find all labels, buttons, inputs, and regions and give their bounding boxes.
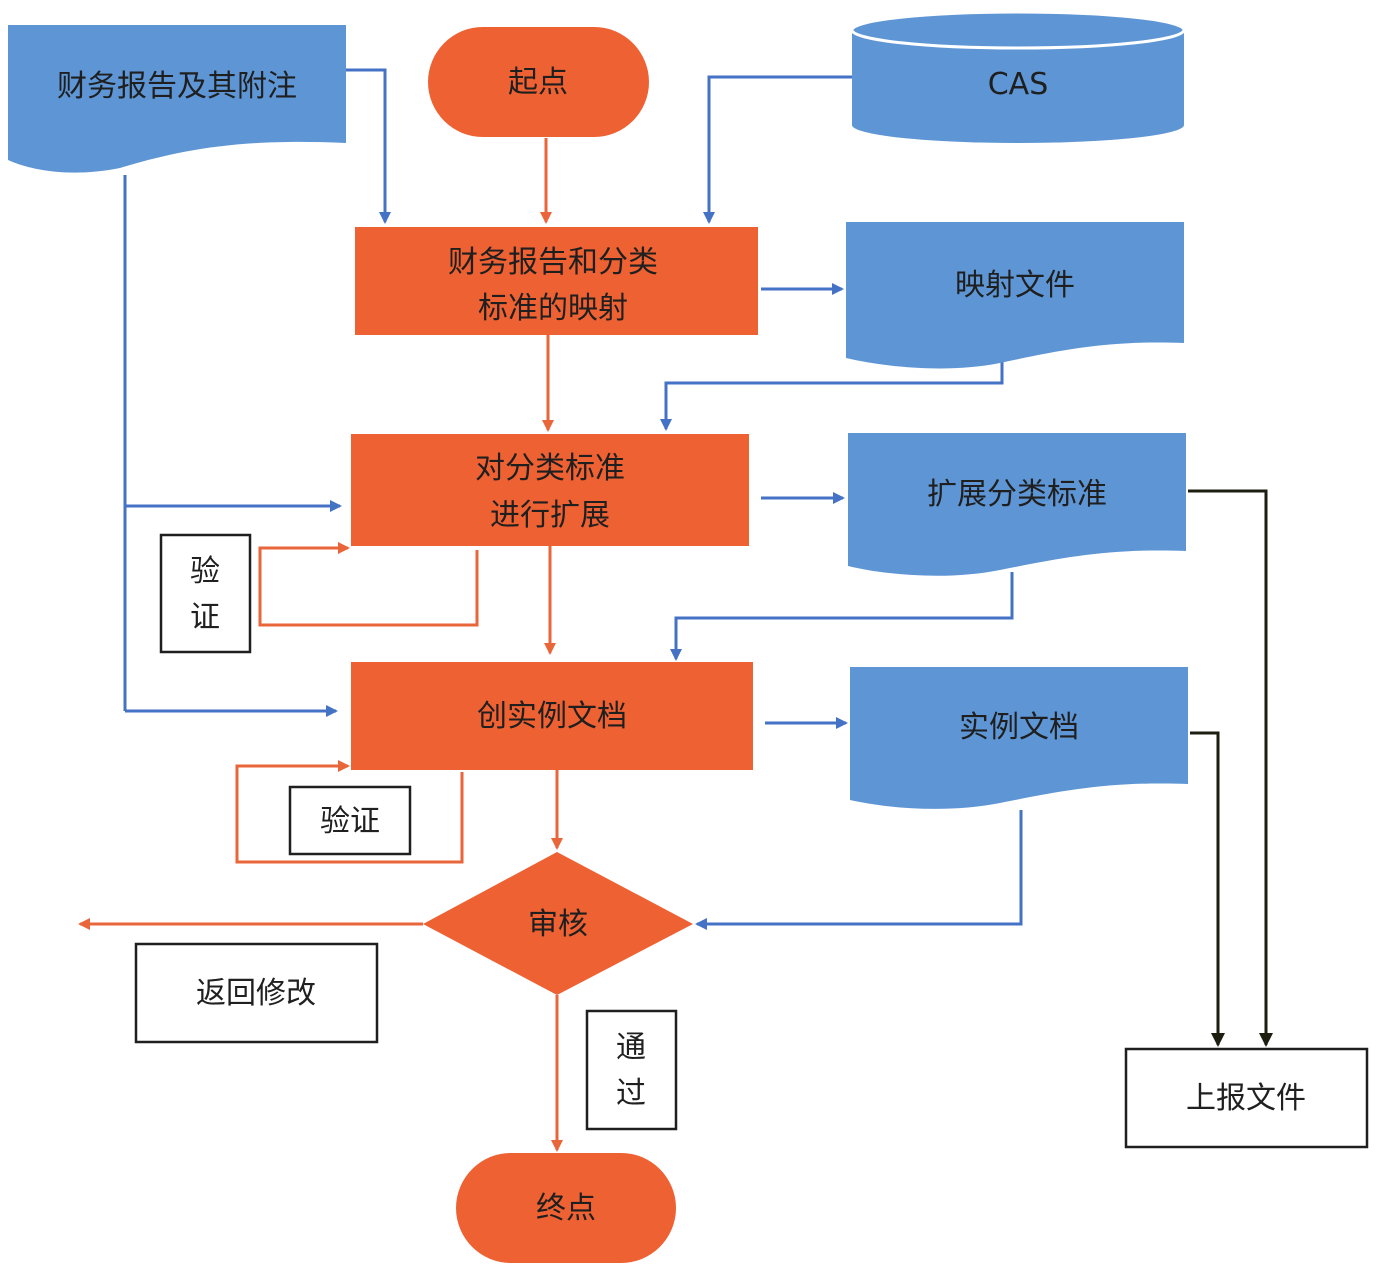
connector-instance-doc-to-review: [695, 810, 1023, 930]
connector-taxonomy-to-submit: [1188, 489, 1273, 1047]
extend-label-line1: 对分类标准: [475, 451, 625, 486]
connector-verify-loop-1: [258, 542, 479, 627]
connector-verify-loop-2: [235, 760, 464, 864]
process-extend-taxonomy: 对分类标准 进行扩展: [351, 434, 749, 546]
document-extended-taxonomy: 扩展分类标准: [848, 433, 1186, 576]
review-label: 审核: [528, 907, 588, 942]
submit-file-label: 上报文件: [1186, 1081, 1306, 1116]
return-modify-label: 返回修改: [196, 976, 316, 1011]
process-mapping: 财务报告和分类 标准的映射: [355, 227, 758, 335]
cas-label: CAS: [988, 67, 1049, 102]
document-instance: 实例文档: [850, 667, 1188, 809]
document-mapping-file: 映射文件: [846, 222, 1184, 369]
terminal-start: 起点: [428, 27, 649, 137]
start-label: 起点: [508, 65, 568, 100]
mapping-label-line1: 财务报告和分类: [448, 245, 658, 280]
connector-taxonomy-to-instance: [670, 572, 1014, 661]
database-cas: CAS: [850, 10, 1186, 143]
create-instance-label: 创实例文档: [477, 699, 627, 734]
label-box-verify-1: 验 证: [159, 533, 252, 654]
connector-cas-to-mapping: [703, 75, 852, 224]
document-financial-report: 财务报告及其附注: [8, 25, 346, 173]
end-label: 终点: [536, 1191, 596, 1226]
connector-mapping-file-to-extend: [660, 362, 1004, 431]
instance-doc-label: 实例文档: [959, 710, 1079, 745]
connector-instance-doc-to-submit: [1190, 731, 1225, 1047]
verify-1-char-b: 证: [190, 600, 220, 635]
mapping-label-line2: 标准的映射: [478, 291, 628, 326]
pass-char-a: 通: [616, 1030, 646, 1065]
extend-label-line2: 进行扩展: [490, 498, 610, 533]
extended-taxonomy-label: 扩展分类标准: [927, 477, 1107, 512]
label-box-verify-2: 验证: [288, 785, 412, 856]
verify-1-char-a: 验: [190, 554, 220, 589]
pass-char-b: 过: [616, 1076, 646, 1111]
mapping-file-label: 映射文件: [955, 268, 1075, 303]
process-create-instance: 创实例文档: [351, 662, 753, 770]
label-box-return-modify: 返回修改: [134, 942, 379, 1044]
box-submit-file: 上报文件: [1124, 1047, 1369, 1149]
financial-report-label: 财务报告及其附注: [57, 69, 297, 104]
connector-report-to-mapping: [345, 68, 391, 224]
label-box-pass: 通 过: [585, 1009, 678, 1131]
verify-2-label: 验证: [320, 804, 380, 839]
decision-review: 审核: [423, 852, 693, 995]
terminal-end: 终点: [456, 1153, 676, 1263]
